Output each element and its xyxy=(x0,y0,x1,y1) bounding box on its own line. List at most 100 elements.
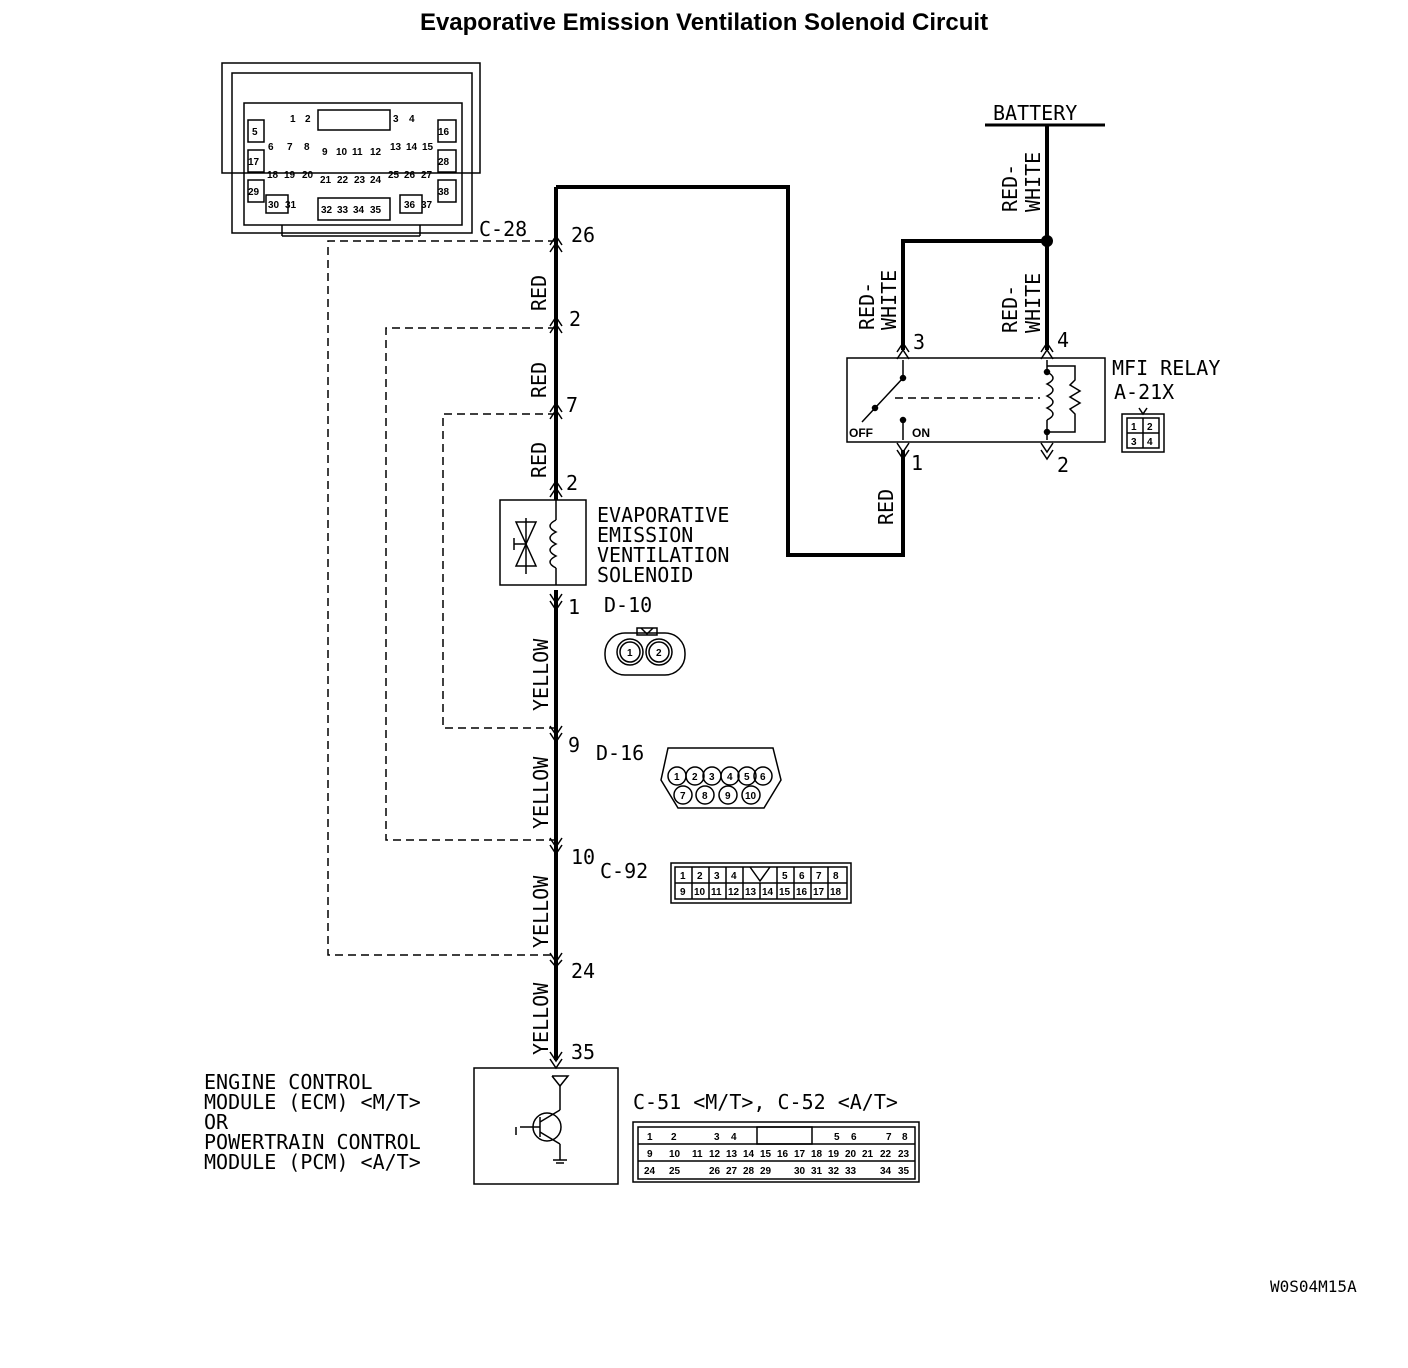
c28-pin: 31 xyxy=(285,200,297,211)
c51-pin: 25 xyxy=(669,1166,681,1177)
c28-pin: 7 xyxy=(287,142,293,153)
c28-connector-face xyxy=(221,62,481,237)
relay-name: MFI RELAY xyxy=(1112,356,1220,380)
splice-point xyxy=(1041,235,1053,247)
c51-pin: 22 xyxy=(880,1149,892,1160)
c51-pin: 2 xyxy=(671,1132,677,1143)
c28-pin: 13 xyxy=(390,142,402,153)
c51-pin: 24 xyxy=(644,1166,656,1177)
c28-pin: 17 xyxy=(248,157,260,168)
c92-pin-numbers: 1 2 3 4 5 6 7 8 9 10 11 12 13 14 15 16 1… xyxy=(680,871,842,898)
wire-label-yellow: YELLOW xyxy=(529,756,553,829)
relay-pin: 4 xyxy=(1057,328,1069,352)
c51-pin: 32 xyxy=(828,1166,840,1177)
c92-pin: 7 xyxy=(816,871,822,882)
c28-pin: 20 xyxy=(302,170,314,181)
pin-number: 10 xyxy=(571,845,595,869)
relay-on-label: ON xyxy=(912,426,930,440)
c28-pin: 35 xyxy=(370,205,382,216)
connector-c51-label: C-51 <M/T>, C-52 <A/T> xyxy=(633,1090,898,1114)
d16-pin: 5 xyxy=(744,772,750,783)
module-label-line: MODULE (PCM) <A/T> xyxy=(204,1150,421,1174)
c28-pin: 22 xyxy=(337,175,349,186)
c51-pin: 15 xyxy=(760,1149,772,1160)
d16-pin: 7 xyxy=(680,791,686,802)
c51-pin: 27 xyxy=(726,1166,738,1177)
c51-pin: 3 xyxy=(714,1132,720,1143)
c28-pin: 8 xyxy=(304,142,310,153)
c28-pin: 15 xyxy=(422,142,434,153)
c92-pin: 11 xyxy=(711,887,722,898)
c51-pin-numbers: 1 2 3 4 5 6 7 8 9 10 11 12 13 14 15 16 1… xyxy=(644,1132,910,1177)
wire-label-red: RED xyxy=(874,489,898,525)
c51-pin: 8 xyxy=(902,1132,908,1143)
c92-pin: 13 xyxy=(745,887,757,898)
c51-pin: 12 xyxy=(709,1149,721,1160)
c51-pin: 33 xyxy=(845,1166,857,1177)
solenoid-symbol xyxy=(499,499,587,586)
c92-pin: 1 xyxy=(680,871,686,882)
connector-c28-label: C-28 xyxy=(479,217,527,241)
c51-pin: 14 xyxy=(743,1149,755,1160)
battery-label: BATTERY xyxy=(993,101,1077,125)
c28-pin: 36 xyxy=(404,200,416,211)
d10-pin: 1 xyxy=(627,648,633,659)
c51-pin: 9 xyxy=(647,1149,653,1160)
connector-d10-label: D-10 xyxy=(604,593,652,617)
mfi-relay xyxy=(846,357,1106,443)
c92-pin: 6 xyxy=(799,871,805,882)
ecm-module-label: ENGINE CONTROL MODULE (ECM) <M/T> OR POW… xyxy=(204,1070,421,1174)
c92-pin: 16 xyxy=(796,887,808,898)
c28-pin: 34 xyxy=(353,205,365,216)
c28-pin: 21 xyxy=(320,175,332,186)
d16-pin: 3 xyxy=(709,772,715,783)
relay-off-label: OFF xyxy=(849,426,873,440)
main-wiring xyxy=(554,125,1049,1060)
d16-pin: 9 xyxy=(725,791,731,802)
relay-pin: 1 xyxy=(911,451,923,475)
c92-pin: 9 xyxy=(680,887,686,898)
pin-number: 1 xyxy=(568,595,580,619)
c28-pin: 33 xyxy=(337,205,349,216)
c51-pin: 11 xyxy=(692,1149,703,1160)
solenoid-label-line: VENTILATION xyxy=(597,543,729,567)
pin-number: 35 xyxy=(571,1040,595,1064)
d10-connector-face xyxy=(604,627,686,676)
c51-pin: 34 xyxy=(880,1166,892,1177)
relay-id: A-21X xyxy=(1114,380,1174,404)
c51-pin: 4 xyxy=(731,1132,737,1143)
c51-connector-face xyxy=(632,1121,920,1183)
c92-pin: 14 xyxy=(762,887,774,898)
c28-pin: 37 xyxy=(421,200,433,211)
c28-pin: 30 xyxy=(268,200,280,211)
connector-d16-label: D-16 xyxy=(596,741,644,765)
figure-code: W0S04M15A xyxy=(1270,1277,1357,1296)
c92-pin: 2 xyxy=(697,871,703,882)
c28-pin: 26 xyxy=(404,170,416,181)
c51-pin: 13 xyxy=(726,1149,738,1160)
main-pin-numbers: 26 2 7 2 1 9 10 24 35 xyxy=(566,223,595,1064)
pin-number: 2 xyxy=(566,471,578,495)
c51-pin: 17 xyxy=(794,1149,806,1160)
c28-pin: 38 xyxy=(438,187,450,198)
c28-pin: 6 xyxy=(268,142,274,153)
wire-labels: RED- WHITE RED- WHITE RED- WHITE RED RED… xyxy=(527,152,1045,1055)
c28-pin: 24 xyxy=(370,175,382,186)
c92-pin: 15 xyxy=(779,887,791,898)
d10-pin: 2 xyxy=(656,648,662,659)
c51-pin: 26 xyxy=(709,1166,721,1177)
ecm-module-box xyxy=(473,1067,619,1185)
c92-pin: 10 xyxy=(694,887,706,898)
wire-label-yellow: YELLOW xyxy=(529,982,553,1055)
c28-pin: 18 xyxy=(267,170,279,181)
d16-pin: 10 xyxy=(745,791,757,802)
d16-pin: 1 xyxy=(674,772,680,783)
relay-connector-pin: 4 xyxy=(1147,437,1153,448)
relay-connector-face xyxy=(1121,407,1165,453)
c51-pin: 16 xyxy=(777,1149,789,1160)
wire-label-red: RED xyxy=(527,275,551,311)
pin-number: 9 xyxy=(568,733,580,757)
d16-pin: 4 xyxy=(727,772,733,783)
c51-pin: 21 xyxy=(862,1149,874,1160)
c92-pin: 12 xyxy=(728,887,740,898)
